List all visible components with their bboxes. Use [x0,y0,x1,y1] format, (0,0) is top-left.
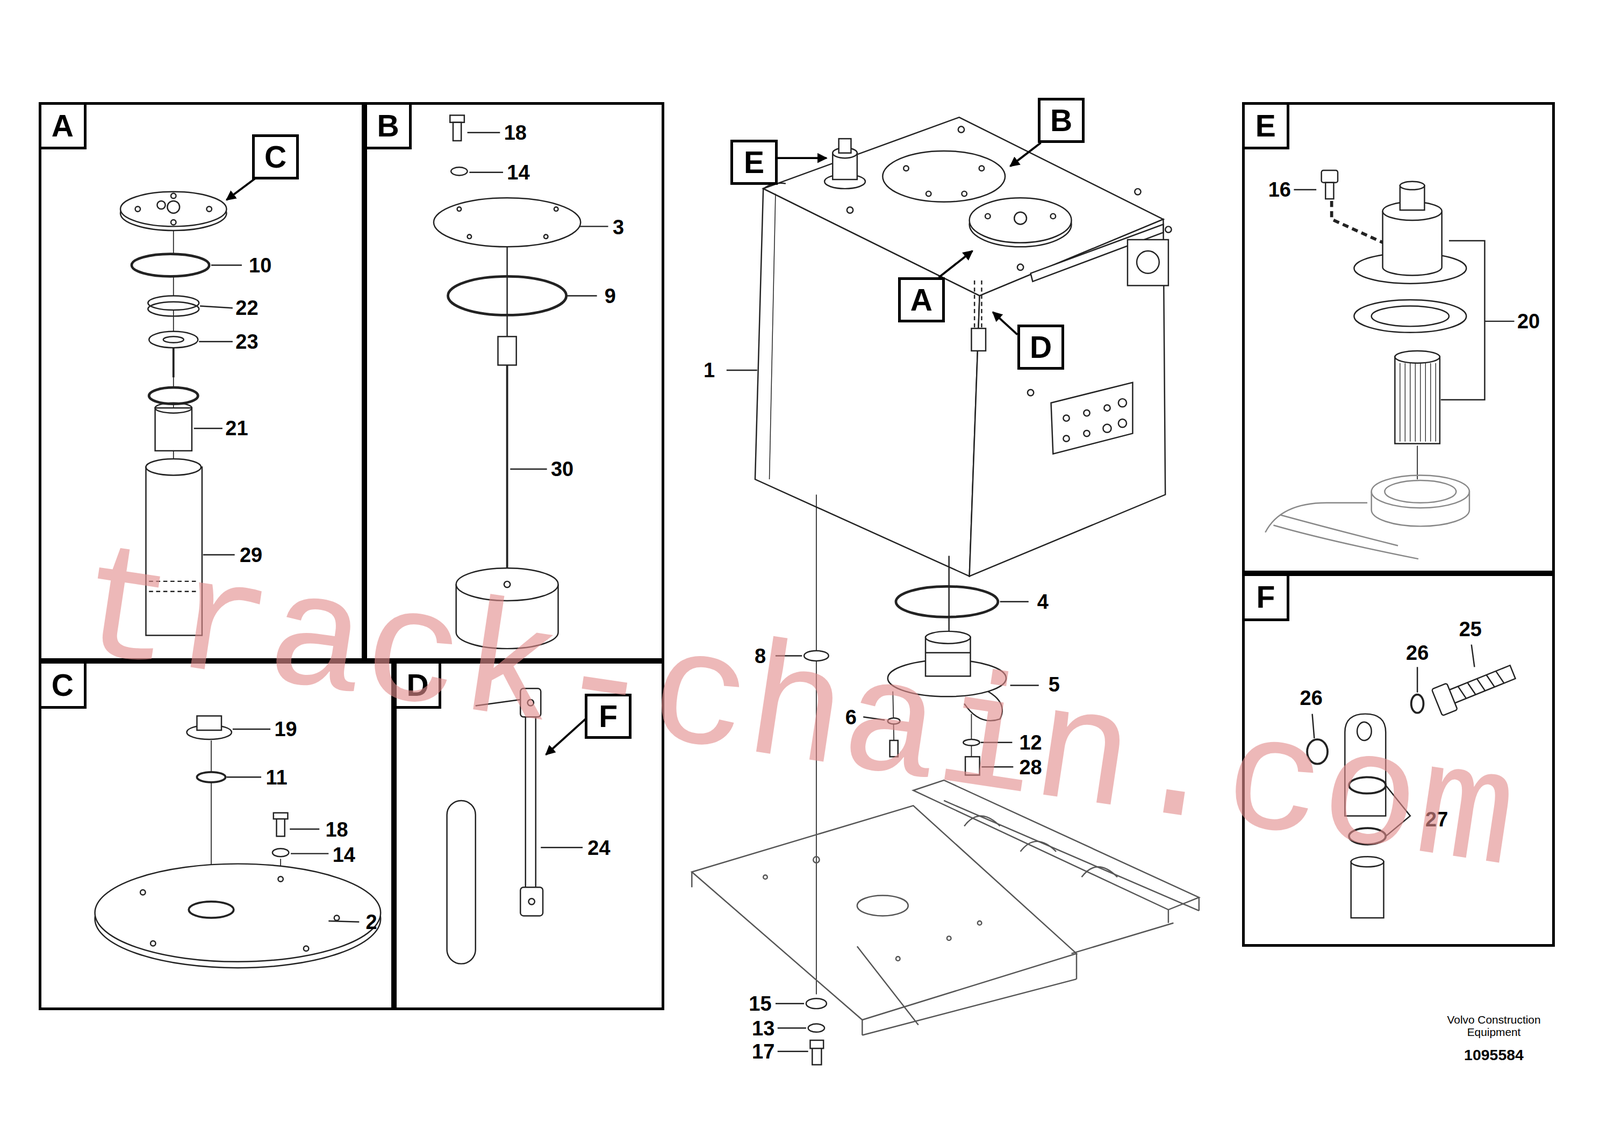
view-callout-box: C [252,134,299,180]
callout-number: 14 [332,843,356,867]
callout-number: 23 [235,330,258,354]
view-callout-box: D [1017,324,1065,370]
view-callout-letter: A [910,282,933,318]
callout-number: 16 [1268,178,1291,202]
callout-number: 3 [612,216,624,240]
view-callout-letter: B [1050,102,1073,139]
view-panel: F [1242,573,1556,947]
callout-number: 25 [1459,618,1482,642]
publisher-note: Volvo Construction Equipment [1430,1014,1558,1039]
view-panel: E [1242,102,1556,574]
callout-number: 18 [325,818,348,842]
callout-number: 20 [1517,310,1540,334]
callout-number: 15 [748,992,772,1016]
view-letter: F [1244,576,1290,622]
callout-number: 21 [225,417,248,441]
view-callout-letter: C [264,139,287,175]
view-callout-box: E [730,139,778,185]
view-panel: B [364,102,665,662]
callout-number: 5 [1048,672,1060,697]
view-panel: DF [393,661,665,1010]
view-panel: AC [38,102,365,662]
callout-number: 29 [239,543,263,567]
callout-number: 26 [1300,686,1323,710]
callout-number: 12 [1019,731,1042,755]
view-callout-letter: E [743,144,765,181]
view-callout-box: A [898,277,945,323]
view-letter: C [41,663,87,709]
callout-number: 22 [235,296,258,320]
callout-number: 2 [366,910,378,935]
view-callout-box: F [584,693,632,739]
callout-number: 4 [1037,590,1049,614]
drawing-number: 1095584 [1464,1046,1524,1065]
callout-number: 11 [265,765,288,789]
view-letter: D [396,663,442,709]
callout-number: 1 [703,359,715,383]
callout-number: 24 [587,836,611,860]
callout-number: 30 [550,457,574,482]
view-callout-letter: F [598,698,618,735]
callout-number: 14 [506,160,530,184]
callout-number: 28 [1019,755,1042,779]
callout-number: 6 [845,705,857,729]
view-letter: A [41,104,87,150]
callout-number: 8 [754,644,766,668]
callout-number: 26 [1405,641,1429,665]
callout-number: 13 [751,1016,775,1040]
callout-number: 10 [248,253,272,277]
view-letter: B [367,104,413,150]
view-letter: E [1244,104,1290,150]
view-callout-letter: D [1029,329,1052,365]
callout-number: 17 [751,1040,775,1064]
callout-number: 27 [1425,807,1448,831]
callout-number: 18 [504,120,527,145]
callout-number: 19 [274,718,297,742]
view-callout-box: B [1037,97,1085,143]
callout-number: 9 [604,284,616,308]
